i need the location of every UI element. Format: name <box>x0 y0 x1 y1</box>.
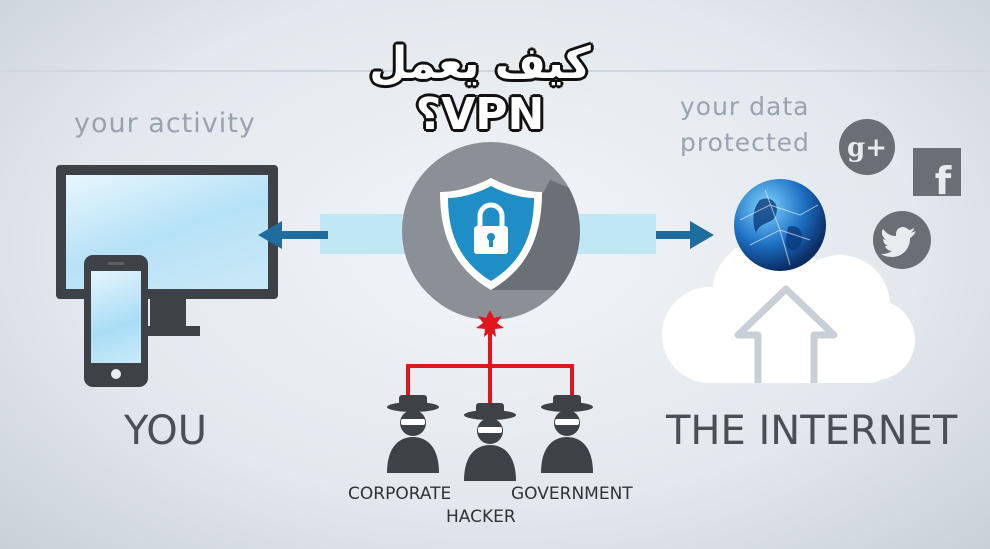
spy-government-icon <box>541 395 593 473</box>
you-label: YOU <box>124 408 208 454</box>
divider-line <box>0 70 990 72</box>
google-plus-icon: g+ <box>839 119 895 175</box>
right-tunnel <box>574 214 656 254</box>
your-activity-label: your activity <box>74 108 256 139</box>
protected-label: protected <box>680 128 810 157</box>
government-label: GOVERNMENT <box>511 484 633 504</box>
internet-label: THE INTERNET <box>666 408 958 454</box>
monitor-base <box>120 326 200 336</box>
globe-icon <box>734 179 826 271</box>
phone-icon <box>84 255 148 387</box>
svg-text:f: f <box>935 159 952 196</box>
page-title: كيف يعمل VPN؟ <box>369 38 591 140</box>
spy-hacker-icon <box>464 403 516 481</box>
monitor-stand <box>150 299 186 329</box>
right-arrow-icon <box>656 221 714 249</box>
left-arrow-icon <box>258 221 328 249</box>
spy-corporate-icon <box>387 395 439 473</box>
corporate-label: CORPORATE <box>348 484 452 504</box>
cloud-icon <box>662 237 915 383</box>
your-data-label: your data <box>680 92 810 121</box>
threat-lines <box>406 310 574 406</box>
hacker-label: HACKER <box>446 507 516 527</box>
twitter-icon <box>873 211 931 269</box>
vpn-shield-icon <box>402 142 580 320</box>
svg-text:g+: g+ <box>847 133 887 163</box>
left-tunnel <box>320 214 416 254</box>
facebook-icon: f <box>913 148 961 196</box>
